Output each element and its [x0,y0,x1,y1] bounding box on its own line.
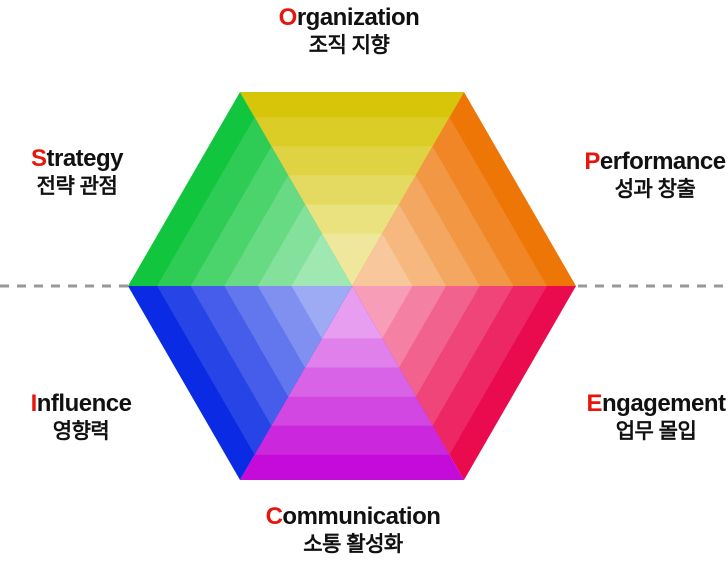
label-performance-ko: 성과 창출 [614,177,696,201]
sector-influence-band-6 [291,286,352,339]
label-communication-initial: C [265,503,283,530]
label-communication-ko: 소통 활성화 [303,532,403,556]
sector-organization-band-6 [321,233,383,286]
label-engagement-rest: ngagement [602,390,726,417]
label-communication: Communication 소통 활성화 [266,503,441,558]
label-influence-rest: nfluence [36,390,132,417]
label-strategy-initial: S [30,145,47,172]
hexagon-sector-influence [128,286,352,480]
label-organization-en: Organization [279,4,420,33]
hexagon-sectors [128,92,576,480]
hexagon-sector-communication [240,286,464,480]
label-organization-ko: 조직 지향 [308,33,390,57]
label-engagement: Engagement 업무 몰입 [586,390,726,445]
hexagon-sector-engagement [352,286,576,480]
hexagon-sector-performance [352,92,576,286]
label-strategy-en: Strategy [30,145,124,174]
label-strategy: Strategy 전략 관점 [30,145,124,200]
label-influence-en: Influence [31,390,132,419]
label-influence: Influence 영향력 [31,390,132,445]
label-organization-initial: O [278,4,298,31]
label-engagement-en: Engagement [586,390,726,419]
sector-communication-band-6 [321,286,383,339]
label-strategy-rest: trategy [46,145,124,172]
label-performance-rest: erformance [599,148,726,175]
label-organization: Organization 조직 지향 [279,4,420,59]
hexagon-sector-organization [240,92,464,286]
label-communication-en: Communication [266,503,441,532]
label-performance: Performance 성과 창출 [584,148,726,203]
label-engagement-ko: 업무 몰입 [615,419,697,443]
hexagon-sector-strategy [128,92,352,286]
label-performance-en: Performance [584,148,726,177]
label-strategy-ko: 전략 관점 [36,174,118,198]
sector-engagement-band-6 [352,286,413,339]
label-engagement-initial: E [586,390,602,417]
label-influence-initial: I [30,390,38,417]
label-communication-rest: ommunication [282,503,441,530]
label-performance-initial: P [584,148,600,175]
sector-strategy-band-6 [291,233,352,286]
sector-performance-band-6 [352,233,413,286]
label-organization-rest: rganization [296,4,420,31]
label-influence-ko: 영향력 [52,419,110,443]
